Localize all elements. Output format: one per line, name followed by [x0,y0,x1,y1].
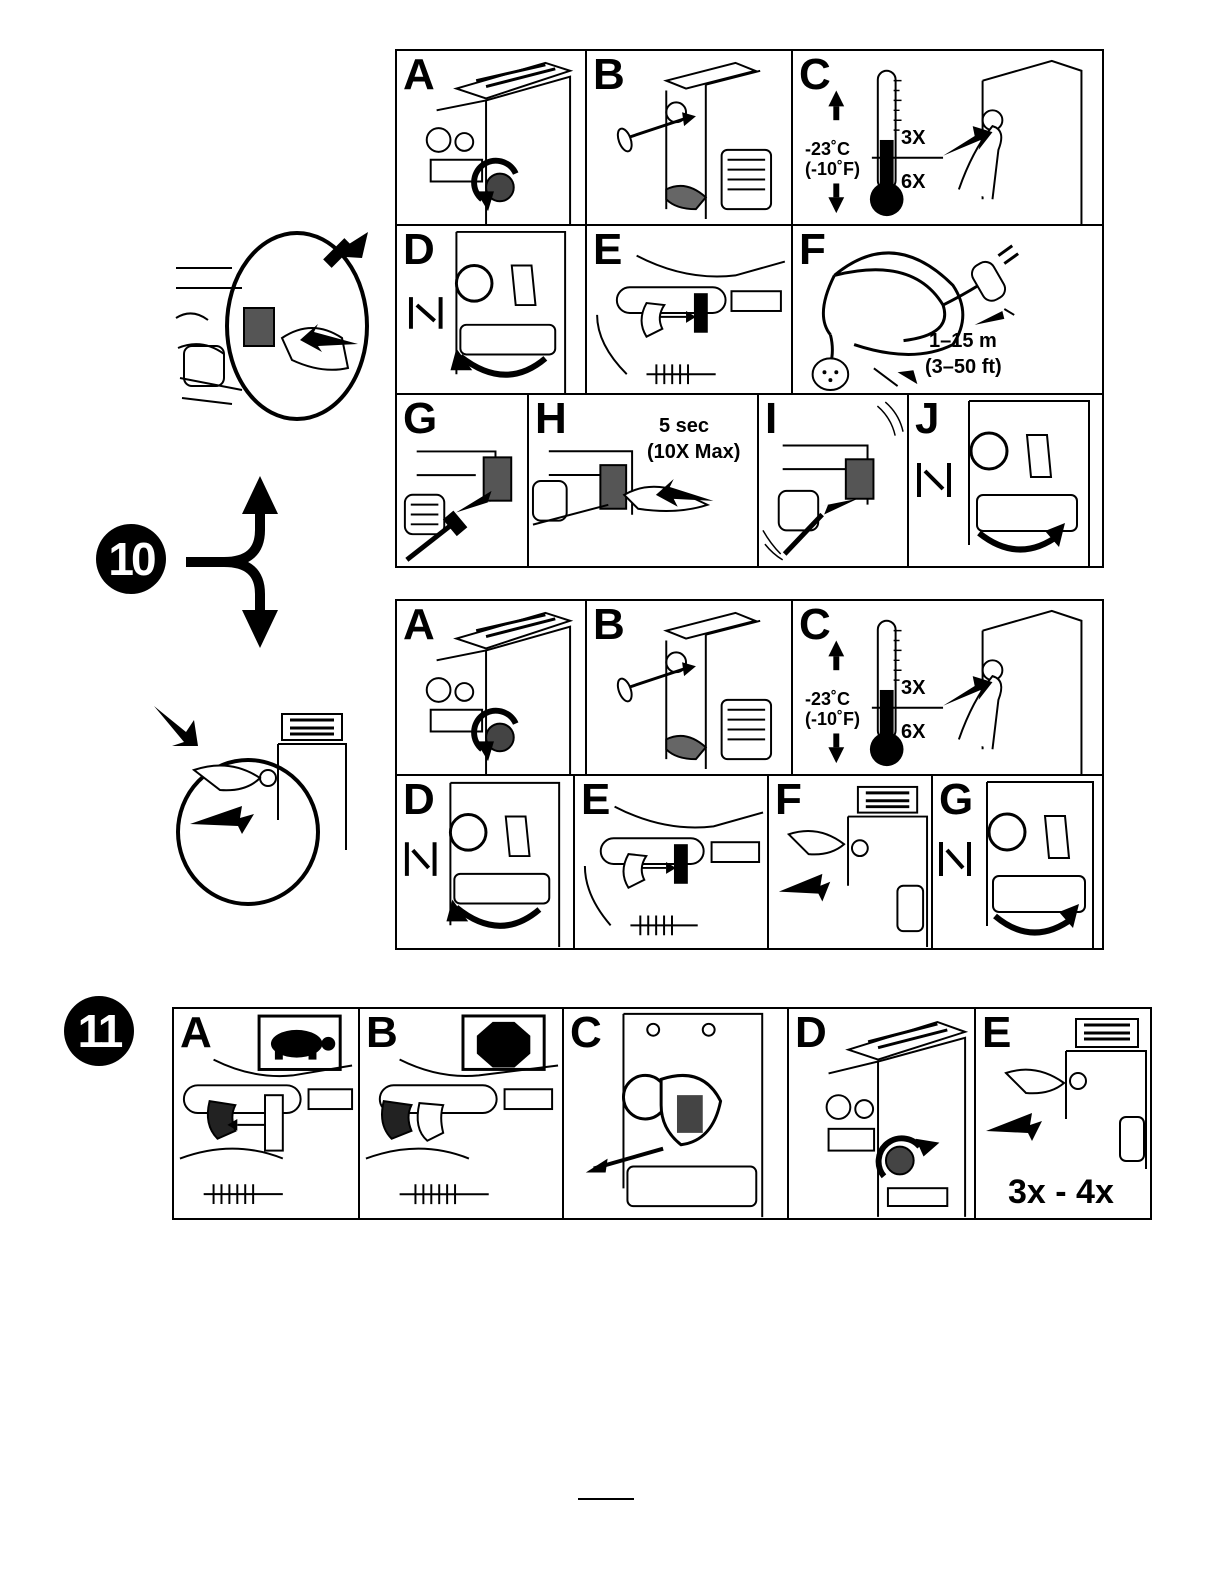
recoil-panel-c: C -23˚C (-10˚F) 3X 6X [793,601,1102,774]
shutdown-sequence: A B [172,1007,1152,1220]
panel-letter: A [180,1011,212,1055]
recoil-handle-inset-illustration [150,700,350,910]
panel-letter: B [366,1011,398,1055]
panel-letter: F [775,778,802,822]
panel-letter: B [593,53,625,97]
shutdown-panel-a: A [174,1009,360,1218]
electric-panel-g: G [397,395,529,566]
electric-panel-i: I [759,395,909,566]
temperature-celsius: -23˚C [805,139,850,160]
cord-length-metric: 1–15 m [929,330,997,353]
step-11-number: 11 [78,1004,121,1058]
temperature-fahrenheit: (-10˚F) [805,159,860,180]
panel-letter: E [581,778,610,822]
recoil-panel-d: D [397,776,575,948]
hold-time: 5 sec [659,415,709,438]
panel-letter: E [593,228,622,272]
branch-arrow-icon [180,470,300,660]
page-number-rule [578,1498,634,1500]
electric-panel-d: D [397,226,587,393]
panel-letter: D [403,228,435,272]
panel-letter: E [982,1011,1011,1055]
hold-max-attempts: (10X Max) [647,441,740,464]
panel-letter: C [570,1011,602,1055]
recoil-panel-b: B [587,601,793,774]
thermometer-primer-illustration [793,51,1102,224]
panel-letter: I [765,397,777,441]
recoil-start-sequence: A B [395,599,1104,950]
step-11-badge: 11 [64,996,134,1066]
electric-panel-e: E [587,226,793,393]
panel-letter: J [915,397,939,441]
recoil-panel-e: E [575,776,769,948]
cord-length-imperial: (3–50 ft) [925,356,1002,379]
warm-press-count: 3X [901,127,925,150]
temperature-fahrenheit: (-10˚F) [805,709,860,730]
electric-panel-c: C -23˚C (-10˚F) 3X 6X [793,51,1102,224]
warm-press-count: 3X [901,677,925,700]
thermometer-primer-illustration [793,601,1102,774]
temperature-celsius: -23˚C [805,689,850,710]
panel-letter: A [403,603,435,647]
electric-start-sequence: A B [395,49,1104,568]
panel-letter: C [799,53,831,97]
step-10-number: 10 [108,532,153,586]
panel-letter: D [795,1011,827,1055]
cold-press-count: 6X [901,721,925,744]
electric-panel-a: A [397,51,587,224]
cold-press-count: 6X [901,171,925,194]
panel-letter: H [535,397,567,441]
recoil-panel-g: G [933,776,1102,948]
electric-panel-b: B [587,51,793,224]
step-10-badge: 10 [96,524,166,594]
shutdown-panel-d: D [789,1009,976,1218]
electric-panel-f: F 1–15 m (3–50 ft) [793,226,1102,393]
panel-letter: B [593,603,625,647]
recoil-panel-a: A [397,601,587,774]
panel-letter: G [403,397,437,441]
electric-panel-j: J [909,395,1102,566]
shutdown-panel-b: B [360,1009,564,1218]
unplug-cord-illustration [759,395,907,566]
electric-start-inset-illustration [172,228,377,428]
panel-letter: A [403,53,435,97]
recoil-panel-f: F [769,776,933,948]
panel-letter: F [799,228,826,272]
shutdown-panel-e: E 3x - 4x [976,1009,1150,1218]
panel-letter: C [799,603,831,647]
shutdown-panel-c: C [564,1009,789,1218]
electric-panel-h: H 5 sec (10X Max) [529,395,759,566]
panel-letter: G [939,778,973,822]
pull-count: 3x - 4x [1008,1173,1114,1212]
panel-letter: D [403,778,435,822]
